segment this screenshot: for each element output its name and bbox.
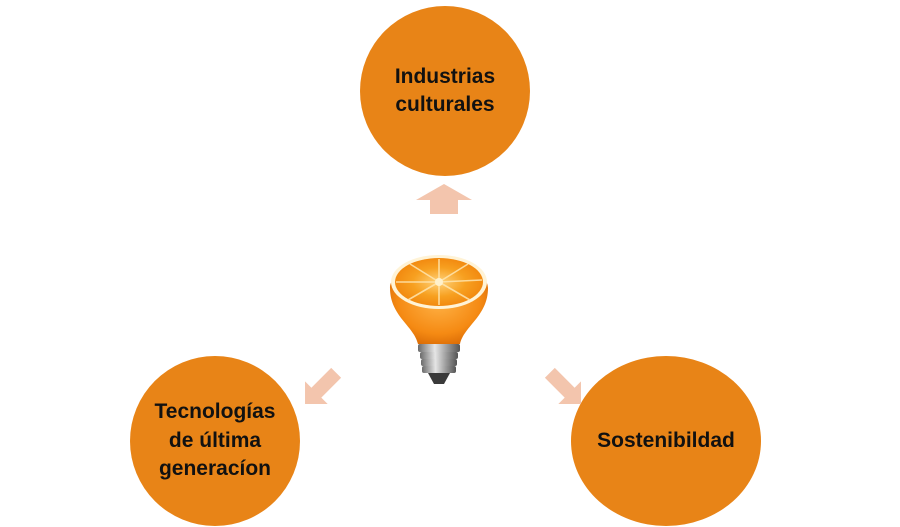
arrow-down-left-icon xyxy=(305,367,342,404)
node-sostenibilidad: Sostenibildad xyxy=(571,356,761,526)
node-industrias-culturales: Industrias culturales xyxy=(360,6,530,176)
orange-lightbulb-icon xyxy=(390,255,488,384)
arrow-up-icon xyxy=(416,184,472,214)
node-label: Industrias culturales xyxy=(394,64,496,116)
node-label: Sostenibildad xyxy=(597,428,735,452)
node-tecnologias: Tecnologías de última generacíon xyxy=(130,356,300,526)
arrow-down-right-icon xyxy=(544,367,581,404)
node-label: Tecnologías de última generacíon xyxy=(154,400,276,481)
